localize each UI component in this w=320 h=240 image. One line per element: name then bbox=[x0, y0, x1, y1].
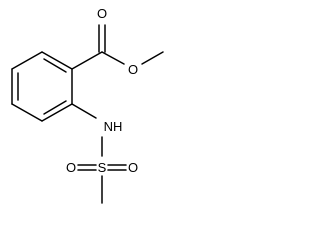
ring-to-carbonyl-bond bbox=[71, 51, 103, 70]
ester-group: O O bbox=[71, 6, 164, 77]
carbonyl-to-ester-oxygen-bond bbox=[101, 51, 125, 65]
sulfonyl-oxygen-left-label: O bbox=[66, 160, 76, 175]
ring-double-bond bbox=[43, 58, 67, 73]
sulfonamide-group: NH S O O bbox=[66, 103, 138, 204]
ring-double-bond bbox=[43, 100, 67, 115]
structure-canvas: O O NH S O O bbox=[11, 6, 164, 204]
sulfur-label: S bbox=[98, 160, 107, 175]
ester-oxygen-label: O bbox=[128, 62, 138, 77]
ring-bond bbox=[11, 103, 43, 122]
benzene-ring bbox=[11, 51, 73, 122]
ring-to-amine-bond bbox=[71, 103, 97, 119]
sulfonyl-oxygen-right-label: O bbox=[128, 160, 138, 175]
ring-bond bbox=[41, 103, 73, 122]
ring-bond bbox=[41, 51, 73, 70]
ring-bond bbox=[11, 51, 43, 70]
ester-oxygen-to-methyl-bond bbox=[141, 51, 164, 65]
molecule-diagram: O O NH S O O bbox=[11, 6, 164, 204]
carbonyl-oxygen-label: O bbox=[97, 6, 107, 21]
amine-label: NH bbox=[104, 119, 123, 134]
